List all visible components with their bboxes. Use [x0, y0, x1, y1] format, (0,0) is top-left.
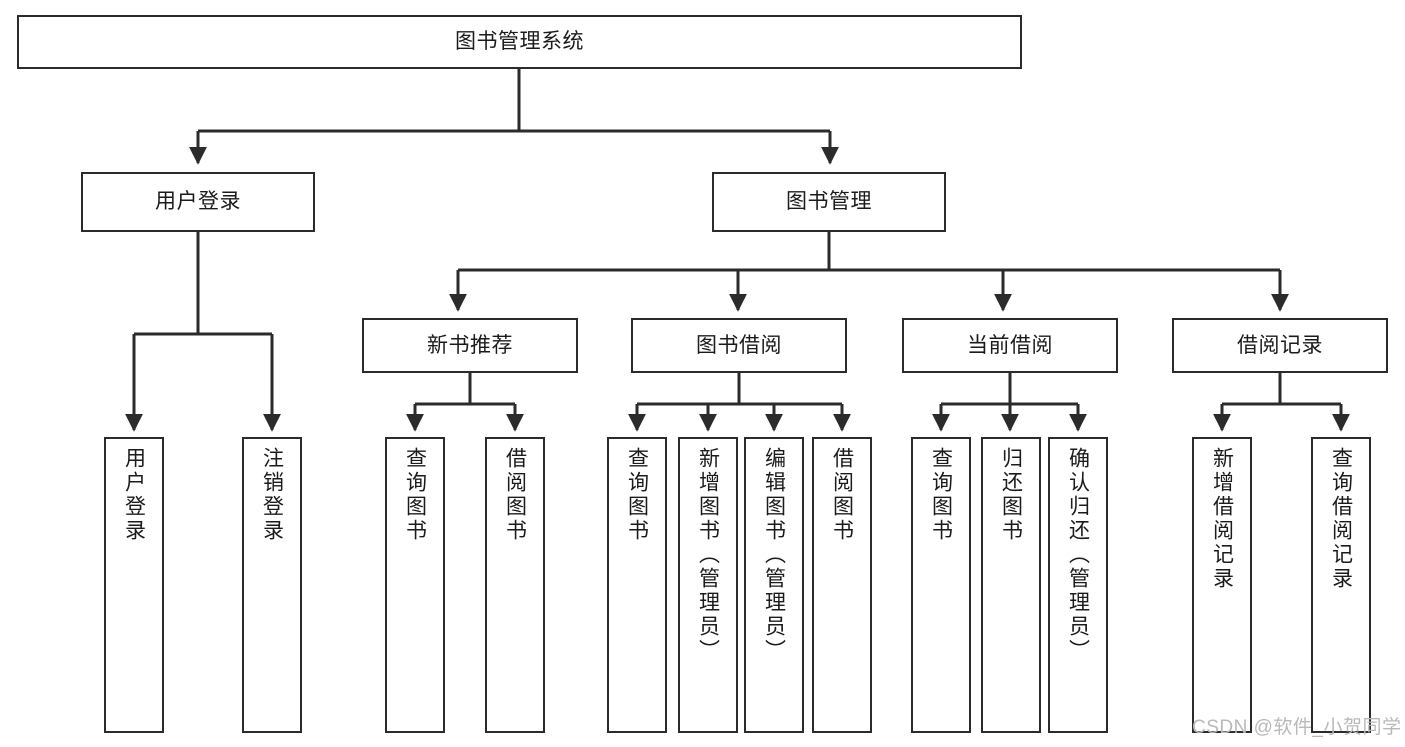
node-leaf-rec-borrow-book-label: 借阅图书 — [503, 447, 527, 543]
node-current-borrow[interactable]: 当前借阅 — [902, 318, 1118, 373]
node-leaf-rec-add-record-label: 新增借阅记录 — [1210, 447, 1234, 591]
node-book-borrow-label: 图书借阅 — [696, 333, 782, 357]
node-leaf-rec-query-book[interactable]: 查询图书 — [385, 437, 445, 733]
node-leaf-rec-query-book-label: 查询图书 — [403, 447, 427, 543]
node-leaf-logout-label: 注销登录 — [260, 447, 284, 543]
node-leaf-borrow-borrow-book[interactable]: 借阅图书 — [812, 437, 872, 733]
node-book-borrow[interactable]: 图书借阅 — [631, 318, 847, 373]
node-leaf-rec-add-record[interactable]: 新增借阅记录 — [1192, 437, 1252, 733]
node-user-login[interactable]: 用户登录 — [81, 172, 315, 232]
node-leaf-cur-query-book[interactable]: 查询图书 — [911, 437, 971, 733]
node-root[interactable]: 图书管理系统 — [17, 15, 1022, 69]
node-new-book-recommend[interactable]: 新书推荐 — [362, 318, 578, 373]
node-leaf-cur-return-book-label: 归还图书 — [999, 447, 1023, 543]
node-leaf-login-user-login-label: 用户登录 — [122, 447, 146, 543]
node-book-manage[interactable]: 图书管理 — [712, 172, 946, 232]
node-leaf-rec-borrow-book[interactable]: 借阅图书 — [485, 437, 545, 733]
node-leaf-rec-query-record[interactable]: 查询借阅记录 — [1311, 437, 1371, 733]
node-leaf-logout[interactable]: 注销登录 — [242, 437, 302, 733]
node-leaf-cur-query-book-label: 查询图书 — [929, 447, 953, 543]
node-new-book-recommend-label: 新书推荐 — [427, 333, 513, 357]
node-borrow-record-label: 借阅记录 — [1237, 333, 1323, 357]
node-leaf-cur-confirm-return[interactable]: 确认归还（管理员） — [1048, 437, 1108, 733]
node-leaf-borrow-add-book[interactable]: 新增图书（管理员） — [678, 437, 738, 733]
node-root-label: 图书管理系统 — [455, 30, 584, 54]
csdn-watermark: CSDN @软件_小贺同学 — [1192, 717, 1402, 738]
node-leaf-borrow-query-book-label: 查询图书 — [625, 447, 649, 543]
node-leaf-cur-return-book[interactable]: 归还图书 — [981, 437, 1041, 733]
node-book-manage-label: 图书管理 — [786, 190, 872, 214]
node-leaf-borrow-borrow-book-label: 借阅图书 — [830, 447, 854, 543]
node-leaf-cur-confirm-return-label: 确认归还（管理员） — [1066, 447, 1090, 663]
node-leaf-borrow-add-book-label: 新增图书（管理员） — [696, 447, 720, 663]
node-leaf-borrow-query-book[interactable]: 查询图书 — [607, 437, 667, 733]
node-leaf-borrow-edit-book-label: 编辑图书（管理员） — [762, 447, 786, 663]
node-leaf-borrow-edit-book[interactable]: 编辑图书（管理员） — [744, 437, 804, 733]
node-leaf-rec-query-record-label: 查询借阅记录 — [1329, 447, 1353, 591]
node-current-borrow-label: 当前借阅 — [967, 333, 1053, 357]
node-leaf-login-user-login[interactable]: 用户登录 — [104, 437, 164, 733]
node-user-login-label: 用户登录 — [155, 190, 241, 214]
node-borrow-record[interactable]: 借阅记录 — [1172, 318, 1388, 373]
